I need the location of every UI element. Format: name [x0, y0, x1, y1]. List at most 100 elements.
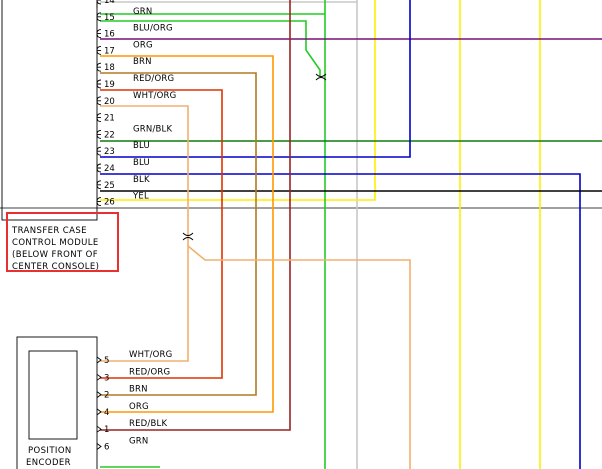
tcm-pin-15-wire-label: GRN	[133, 7, 152, 17]
wire-wht-org-20-to-5	[100, 105, 189, 362]
tcm-pin-24: 24 BLU	[96, 158, 150, 174]
tcm-pin-14-terminal	[96, 0, 102, 5]
tcm-pin-24-wire-label: BLU	[133, 158, 150, 168]
encoder-label-line-2: ENCODER	[26, 458, 71, 468]
encoder-pin-6: 6 GRN	[96, 437, 148, 453]
tcm-pin-17-wire-label: ORG	[133, 40, 153, 50]
tcm-pin-18-number: 18	[104, 63, 115, 73]
tcm-pin-14-number: 14	[104, 0, 115, 6]
tcm-pin-25-number: 25	[104, 181, 115, 191]
encoder-pin-4: 4 ORG	[96, 402, 149, 418]
encoder-pin-2-terminal	[96, 391, 102, 398]
tcm-body	[1, 0, 98, 221]
encoder-pin-5-number: 5	[104, 356, 109, 366]
encoder-body	[16, 336, 98, 469]
tcm-pin-22: 22 GRN/BLK	[96, 124, 172, 140]
splice-wht-org	[182, 232, 194, 241]
wire-grn-16-branch	[100, 20, 321, 76]
wire-org-17-to-4	[100, 55, 274, 413]
tcm-pin-16-wire-label: BLU/ORG	[133, 24, 173, 34]
tcm-label-line-3: (BELOW FRONT OF	[12, 250, 98, 260]
encoder-pin-5-wire-label: WHT/ORG	[129, 350, 172, 360]
tcm-pin-18-wire-label: BRN	[133, 57, 152, 67]
tcm-pin-18: 18 BRN	[96, 57, 152, 73]
wire-blu-24	[100, 173, 581, 469]
encoder-pin-3: 3 RED/ORG	[96, 367, 170, 383]
encoder-label-line-1: POSITION	[28, 446, 72, 456]
tcm-label-line-4: CENTER CONSOLE)	[12, 262, 99, 272]
encoder-pin-4-number: 4	[104, 408, 109, 418]
tcm-pin-23-number: 23	[104, 147, 115, 157]
tcm-pin-14: 14RED/TAN	[96, 0, 115, 6]
tcm-pin-26-wire-label: YEL	[132, 192, 149, 202]
tcm-label-line-2: CONTROL MODULE	[12, 238, 99, 248]
splice-grn	[315, 73, 327, 81]
tcm-pin-20-terminal	[96, 96, 102, 106]
tcm-pin-15: 15 GRN	[96, 7, 152, 23]
tcm-pin-21-terminal	[96, 113, 102, 123]
encoder-pin-4-wire-label: ORG	[129, 402, 149, 412]
encoder-pin-4-terminal	[96, 408, 102, 416]
tcm-pin-15-number: 15	[104, 13, 115, 23]
encoder-inner	[28, 350, 78, 440]
transfer-case-control-module: 14RED/TAN 15 GRN 16 BLU/ORG 17 ORG 18 BRN 19 RED/O…	[1, 0, 176, 272]
encoder-pin-3-number: 3	[104, 373, 109, 383]
tcm-pin-26-terminal	[96, 197, 102, 207]
encoder-pin-5-terminal	[96, 356, 102, 364]
tcm-pin-25-wire-label: BLK	[133, 175, 150, 185]
tcm-pin-20: 20 WHT/ORG	[96, 91, 176, 107]
tcm-pin-16-terminal	[96, 29, 102, 39]
wire-red-org-19-to-3	[100, 89, 223, 379]
encoder-pin-3-terminal	[96, 373, 102, 381]
encoder-pin-rows: 5 WHT/ORG 3 RED/ORG 2 BRN 4 ORG 1 RED/BLK 6 GRN	[96, 350, 172, 453]
tcm-pin-23-terminal	[96, 146, 102, 156]
wire-wht-org-branch	[187, 245, 411, 469]
tcm-pin-21-number: 21	[104, 114, 115, 124]
wire-yel-26	[100, 0, 376, 201]
tcm-pin-26: 26 YEL	[96, 192, 149, 208]
tcm-pin-20-wire-label: WHT/ORG	[133, 91, 176, 101]
encoder-pin-1-wire-label: RED/BLK	[129, 419, 167, 429]
encoder-pin-6-number: 6	[104, 443, 109, 453]
encoder-pin-2-number: 2	[104, 391, 109, 401]
encoder-pin-3-wire-label: RED/ORG	[129, 367, 170, 377]
tcm-pin-22-number: 22	[104, 130, 115, 140]
tcm-pin-17-number: 17	[104, 46, 115, 56]
wire-brn-18-to-2	[100, 72, 257, 396]
tcm-pin-19: 19 RED/ORG	[96, 74, 174, 90]
position-encoder: 5 WHT/ORG 3 RED/ORG 2 BRN 4 ORG 1 RED/BLK 6 GRN POS…	[16, 336, 172, 469]
tcm-pin-19-terminal	[96, 79, 102, 89]
tcm-label-highlight	[6, 212, 119, 272]
tcm-pin-22-terminal	[96, 129, 102, 139]
encoder-pin-1-number: 1	[104, 425, 109, 435]
tcm-pin-17-terminal	[96, 45, 102, 55]
tcm-pin-22-wire-label: GRN/BLK	[133, 124, 172, 134]
tcm-label-line-1: TRANSFER CASE	[11, 226, 87, 236]
encoder-pin-1: 1 RED/BLK	[96, 419, 167, 435]
tcm-pin-17: 17 ORG	[96, 40, 153, 56]
tcm-pin-19-number: 19	[104, 80, 115, 90]
tcm-pin-16: 16 BLU/ORG	[96, 24, 173, 40]
encoder-pin-6-terminal	[96, 443, 102, 450]
tcm-pin-rows: 14RED/TAN 15 GRN 16 BLU/ORG 17 ORG 18 BRN 19 RED/O…	[96, 0, 176, 208]
tcm-pin-19-wire-label: RED/ORG	[133, 74, 174, 84]
tcm-pin-20-number: 20	[104, 97, 115, 107]
tcm-pin-16-number: 16	[104, 30, 115, 40]
wire-red-blk	[100, 0, 291, 431]
tcm-pin-24-number: 24	[104, 164, 115, 174]
tcm-pin-25: 25 BLK	[96, 175, 150, 191]
tcm-pin-25-terminal	[96, 180, 102, 190]
encoder-pin-5: 5 WHT/ORG	[96, 350, 172, 366]
tcm-pin-24-terminal	[96, 163, 102, 173]
tcm-pin-21: 21	[96, 113, 115, 124]
encoder-pin-6-wire-label: GRN	[129, 437, 148, 447]
encoder-pin-2-wire-label: BRN	[129, 385, 148, 395]
encoder-pin-2: 2 BRN	[96, 385, 148, 401]
wire-blu-23	[100, 0, 411, 158]
encoder-pin-1-terminal	[96, 425, 102, 433]
tcm-pin-18-terminal	[96, 62, 102, 72]
tcm-pin-26-number: 26	[104, 198, 115, 208]
